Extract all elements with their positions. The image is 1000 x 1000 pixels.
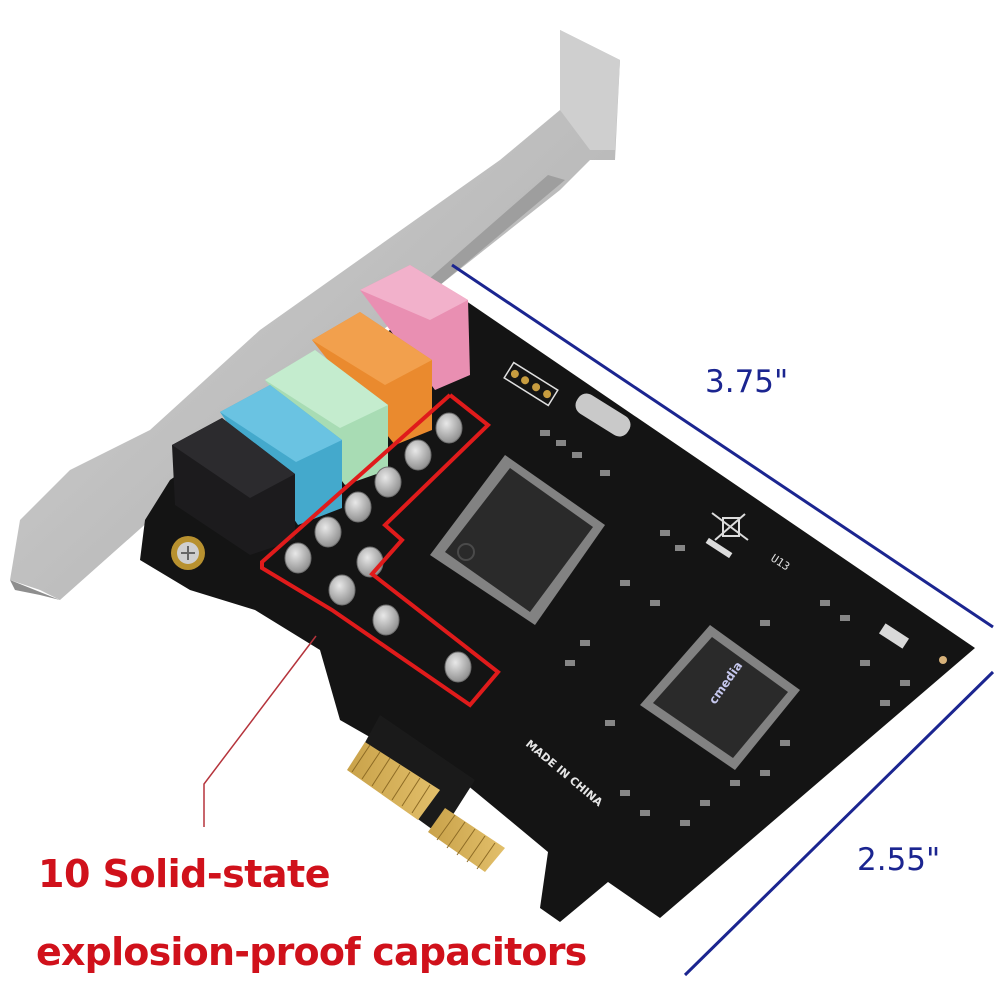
caption-leader-line xyxy=(203,635,317,827)
pcie-gold-fingers-a xyxy=(347,742,440,820)
audio-jacks xyxy=(172,265,470,555)
capacitor-caption-line2: explosion-proof capacitors xyxy=(36,930,587,974)
controller-chip: cmedia xyxy=(640,625,800,770)
width-dimension-line xyxy=(683,670,995,977)
capacitors xyxy=(284,412,472,683)
weee-bin-icon xyxy=(711,512,749,541)
capacitor-caption-line1: 10 Solid-state xyxy=(38,852,330,896)
pcie-gold-fingers-b xyxy=(428,808,505,872)
audio-codec-chip xyxy=(430,455,605,625)
length-dimension-line xyxy=(451,263,994,629)
capacitor-highlight-outline xyxy=(260,393,501,708)
crystal-oscillator xyxy=(575,393,631,437)
width-label: 2.55" xyxy=(857,842,941,878)
metal-bracket xyxy=(10,30,620,600)
length-label: 3.75" xyxy=(705,364,789,400)
